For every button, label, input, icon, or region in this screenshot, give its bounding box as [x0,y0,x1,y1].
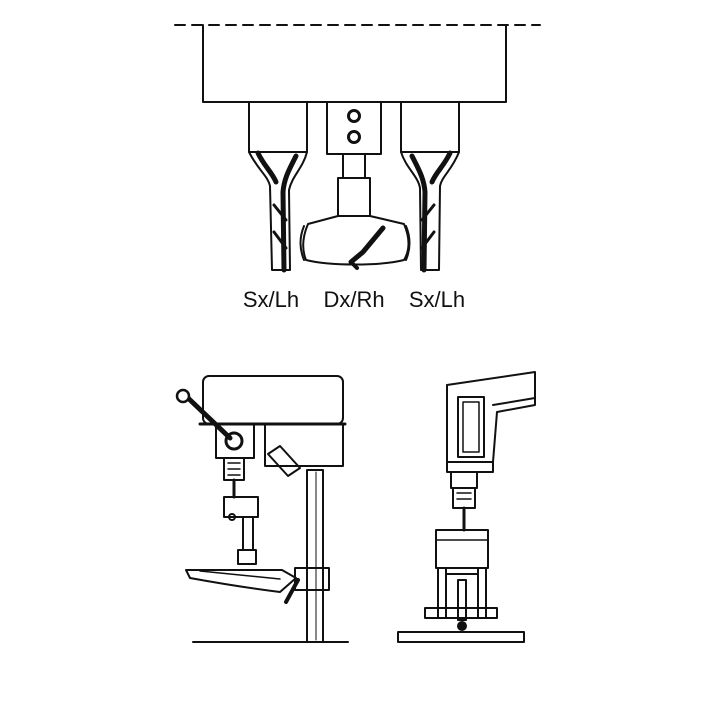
table-clamp [294,567,330,591]
cutter-right-edge [405,225,411,261]
stand-post-left [437,567,447,619]
spindle-labels: Sx/Lh Dx/Rh Sx/Lh [243,287,465,312]
right-flute-1 [429,150,453,185]
work-table [185,569,297,593]
drill-press-illustration [175,375,349,643]
left-flute-2 [280,153,299,273]
cutter-left-edge [299,225,305,261]
drilling-jig [223,496,259,518]
feed-hub [224,431,244,451]
left-flute-1 [255,150,279,185]
left-drill-bit-outline [248,151,308,271]
drill-motor-window-inner [462,401,480,453]
drill-nose [446,461,494,473]
jig-base [237,549,257,565]
hand-drill-stand-illustration [397,371,536,643]
center-spindle-collar [337,177,371,217]
stand-base-block [424,607,498,619]
jig-pin [228,513,236,521]
cutter-insert [348,225,386,265]
hand-drill-chuck [452,487,476,509]
drill-motor-window [457,396,485,458]
head-bracket [267,445,301,477]
left-spindle [248,101,308,273]
right-spindle [400,101,460,273]
table-lock-lever[interactable] [284,578,300,604]
drill-collar [450,471,478,489]
left-spindle-label: Sx/Lh [243,287,299,312]
center-spindle [299,101,411,270]
center-bolt-lower [347,130,361,144]
head-lower-body [264,423,344,467]
left-spindle-housing [248,101,308,153]
stand-base-plate [397,631,525,643]
feed-handle[interactable] [185,395,233,441]
stand-post-right [477,567,487,619]
stand-knob[interactable] [457,621,467,631]
center-spindle-neck [342,153,366,179]
drill-press-column [306,469,324,643]
right-flute-2 [409,153,428,273]
head-body [202,24,507,103]
stand-upper-block [435,529,489,569]
right-spindle-label: Sx/Lh [409,287,465,312]
feed-handle-knob[interactable] [175,388,191,404]
center-cutter-head [302,215,410,266]
right-flute-marks [420,203,436,250]
right-spindle-housing [400,101,460,153]
stand-center-post [457,579,467,621]
left-flute-marks [272,203,288,250]
work-table-edge [199,570,281,580]
center-bolt-upper [347,109,361,123]
multi-spindle-head [174,24,541,103]
center-spindle-label: Dx/Rh [323,287,384,312]
drill-body [446,371,536,463]
right-drill-bit-outline [400,151,460,271]
cutter-insert-tip [349,260,359,270]
drill-press-head [202,375,344,425]
drill-handle-line [492,397,536,406]
